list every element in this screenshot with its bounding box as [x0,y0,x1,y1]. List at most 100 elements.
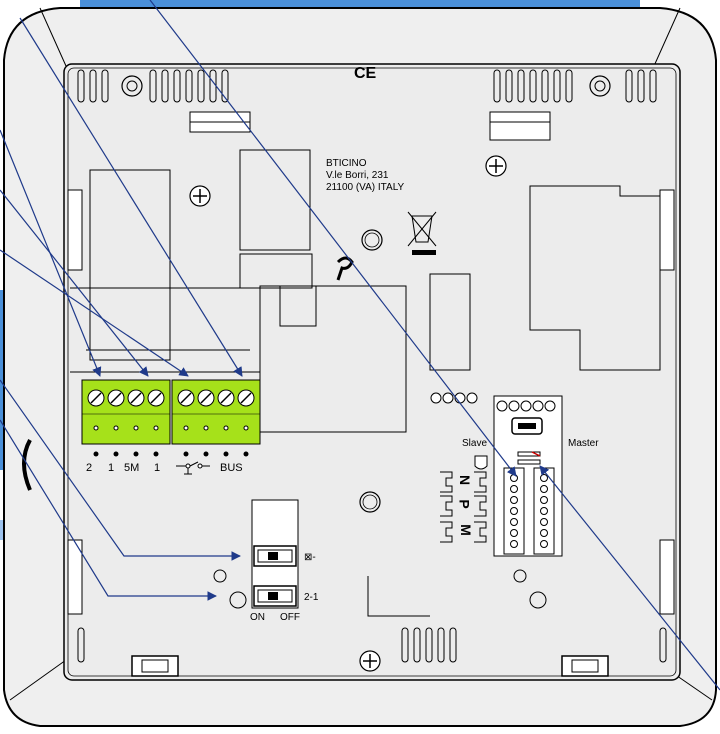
left-edge-ridge [22,439,32,491]
terminal-hole [113,425,119,431]
label-block [239,149,311,251]
terminal-dot [183,451,189,457]
leader-line-7 [149,0,517,477]
terminal-hole [153,425,159,431]
right-partition [529,185,661,371]
screw-slot [180,392,192,404]
dip-switch-2-label: 2-1 [304,592,319,603]
connector-pin [540,496,548,504]
terminal-dot [113,451,119,457]
connector-pin [510,540,518,548]
screw-symbol-left [189,185,211,207]
vent-slots-bottom [77,627,667,663]
leader-line-3 [0,249,189,377]
leader-line-2 [0,189,149,377]
terminal-hole [223,425,229,431]
round-hole-2 [359,491,381,513]
terminal-screws [87,389,255,457]
terminal-dot [153,451,159,457]
leader-lines [0,0,720,691]
center-small-block [279,285,317,327]
terminal-label-4: BUS [220,462,243,474]
dip-on-label: ON [250,612,265,623]
leader-line-5 [0,379,241,561]
connector-pin [510,507,518,515]
master-label: Master [568,438,599,449]
connector-pin [510,496,518,504]
vent-slots-top-left [77,69,109,103]
top-blue-band [80,0,640,10]
connector-letter-n: N [457,474,474,486]
round-hole-3 [213,569,227,583]
terminal-label-2: 5M [124,462,140,474]
connector-pin [540,507,548,515]
connector-pins [510,474,548,548]
terminal-dot [93,451,99,457]
bottom-clip-left [131,655,179,677]
terminal-hole [133,425,139,431]
connector-pin [540,529,548,537]
round-hole [361,229,383,251]
connector-pin [540,540,548,548]
manufacturer-name: BTICINO [326,158,367,169]
side-clip-left-2 [67,539,83,615]
terminal-label-1: 1 [108,462,115,474]
bottom-l-line [367,576,430,617]
round-hole-6 [529,591,547,609]
terminal-hole [93,425,99,431]
terminal-label-3: 1 [154,462,161,474]
screw-hole-top-left [121,75,143,97]
screw-slot [90,392,102,404]
npm-bracket [440,471,487,543]
center-top-block [239,253,313,289]
ce-mark: CE [354,65,377,82]
connector-pin [540,485,548,493]
connector-letter-m: M [457,524,474,536]
screw-slot [240,392,252,404]
leader-line-6 [0,419,217,601]
top-clip-right [489,111,551,141]
round-hole-4 [229,591,247,609]
terminal-hole [243,425,249,431]
dip-switch-block [251,499,299,609]
screw-symbol-right [485,155,507,177]
corner-bevel [9,7,713,701]
side-clip-left [67,189,83,271]
terminal-label-0: 2 [86,462,93,474]
terminal-dot [203,451,209,457]
side-clip-right [659,189,675,271]
connector-module [493,395,563,557]
connector-pin [510,518,518,526]
terminal-hole [203,425,209,431]
side-clip-right-2 [659,539,675,615]
screw-hole-top-right [589,75,611,97]
connector-pin [540,518,548,526]
dip-off-label: OFF [280,612,300,623]
manufacturer-city: 21100 (VA) ITALY [326,182,405,193]
screw-slot [150,392,162,404]
bottom-clip-right [561,655,609,677]
terminal-dot [243,451,249,457]
weee-icon [407,211,437,255]
connector-pin [510,529,518,537]
leader-line-8 [539,465,720,691]
inner-panel-border [67,67,677,677]
round-hole-5 [513,569,527,583]
connector-pin [510,474,518,482]
screw-slot [130,392,142,404]
connector-pin [510,485,518,493]
left-partition [89,169,171,361]
key-shield-icon [474,455,488,470]
terminal-dot [133,451,139,457]
slave-label: Slave [462,438,488,449]
screw-slot [110,392,122,404]
vent-slots-top-right [493,69,657,103]
dip-switch-1-label: ⊠- [304,552,316,563]
screw-slot [200,392,212,404]
connector-letter-p: P [456,499,473,509]
terminal-dot [223,451,229,457]
connector-pin [540,474,548,482]
terminal-hole [183,425,189,431]
